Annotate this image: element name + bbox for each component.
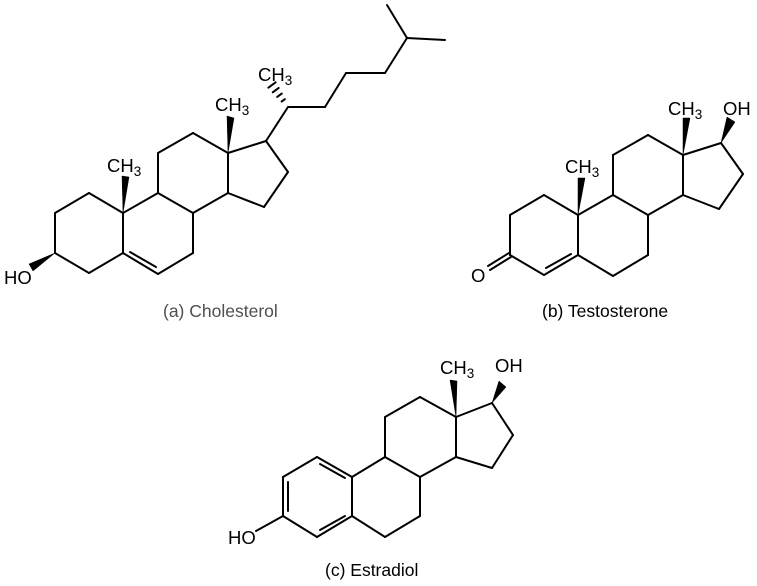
wedge-bond <box>121 175 130 214</box>
bond-line <box>351 456 386 478</box>
bond-line <box>157 192 194 214</box>
bond-line <box>157 132 194 154</box>
bond-line <box>324 72 347 108</box>
bond-line <box>455 402 493 418</box>
bond-line <box>122 252 159 275</box>
bond-line <box>682 142 722 156</box>
bond-line <box>577 254 614 277</box>
bond-line <box>455 456 493 469</box>
double-bond-line <box>129 251 157 268</box>
bond-line <box>192 192 229 214</box>
wedge-bond <box>449 379 458 418</box>
bond-line <box>227 140 267 154</box>
atom-label: CH3 <box>440 357 474 381</box>
atom-label: OH <box>723 98 751 119</box>
bond-line <box>88 252 124 274</box>
molecule-estradiol: HO CH3 OH (c) Estradiol <box>228 355 523 580</box>
bond-line <box>682 194 720 210</box>
bond-line <box>282 515 318 538</box>
double-bond-line <box>319 463 346 479</box>
atom-label: HO <box>4 267 32 288</box>
bond-line <box>265 140 289 173</box>
bond-line <box>384 396 421 418</box>
atom-label: O <box>471 265 485 286</box>
bond-line <box>265 106 289 142</box>
bond-line <box>612 254 649 277</box>
bond-line <box>351 515 386 538</box>
atom-label: OH <box>495 355 523 376</box>
wedge-bond <box>226 115 235 154</box>
caption-estradiol: (c) Estradiol <box>325 560 418 580</box>
bond-line <box>419 456 457 478</box>
double-bond-line <box>545 253 572 269</box>
estradiol-skeleton: HO CH3 OH <box>228 355 523 548</box>
atom-label: CH3 <box>107 155 141 179</box>
wedge-bond <box>720 116 736 144</box>
bond-line <box>386 4 408 39</box>
bond-line <box>54 192 90 214</box>
bond-line <box>647 134 684 156</box>
bond-line <box>489 256 512 271</box>
bond-line <box>612 194 649 216</box>
bond-line <box>577 194 614 216</box>
bond-line <box>316 515 353 538</box>
caption-cholesterol: (a) Cholesterol <box>163 301 278 321</box>
bond-line <box>384 37 408 74</box>
bond-line <box>263 171 289 208</box>
wedge-bond <box>682 117 691 156</box>
bond-line <box>384 456 421 478</box>
bond-line <box>122 192 159 214</box>
bond-line <box>543 194 579 216</box>
bond-line <box>509 254 545 276</box>
bond-line <box>384 515 421 538</box>
bond-line <box>718 173 744 210</box>
wedge-bond <box>28 252 56 272</box>
wedge-bond <box>577 177 586 216</box>
bond-line <box>543 254 579 276</box>
bond-line <box>406 37 446 41</box>
bond-line <box>255 515 284 532</box>
atom-label: CH3 <box>215 94 249 118</box>
bond-line <box>88 192 124 214</box>
hash-wedge-dash <box>271 86 280 94</box>
bond-line <box>491 402 514 436</box>
hash-wedge-dash <box>280 98 286 103</box>
atom-label: CH3 <box>668 98 702 122</box>
bond-line <box>282 456 318 478</box>
caption-testosterone: (b) Testosterone <box>542 301 668 321</box>
bond-line <box>647 194 684 216</box>
bond-line <box>157 252 194 275</box>
bond-line <box>54 252 90 274</box>
wedge-bond <box>491 380 507 404</box>
atom-label: HO <box>228 527 256 548</box>
bond-line <box>487 252 510 267</box>
bond-line <box>192 132 229 154</box>
double-bond-line <box>319 515 346 531</box>
bond-line <box>612 134 649 156</box>
bond-line <box>720 142 744 175</box>
bond-line <box>509 194 545 216</box>
bond-line <box>419 396 457 418</box>
bond-line <box>227 192 265 208</box>
atom-label: CH3 <box>565 156 599 180</box>
atom-label: CH3 <box>258 64 292 88</box>
bond-line <box>491 434 514 469</box>
hash-wedge-dash <box>276 92 283 98</box>
hash-wedge-dash <box>267 81 277 89</box>
bond-line <box>316 456 353 478</box>
